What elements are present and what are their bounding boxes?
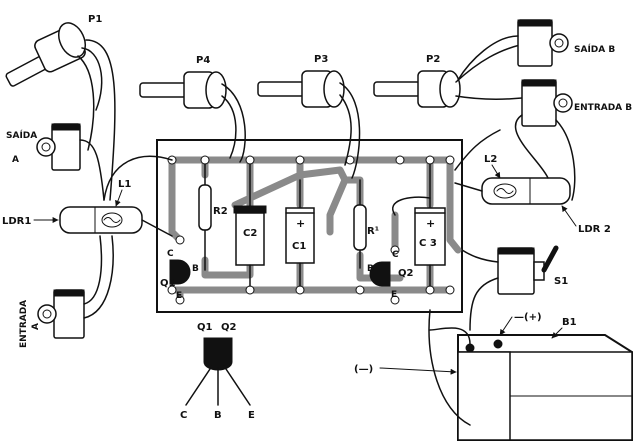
jack-entrada-a: ENTRADA A — [19, 235, 114, 348]
positive-wire-label: —(+) — [514, 312, 542, 323]
lamp-ldr-l1-assembly: L1 LDR1 — [2, 179, 173, 237]
c1-polarity: + — [296, 217, 305, 230]
l1-label: L1 — [118, 179, 131, 190]
capacitor-c3: + C 3 — [414, 163, 446, 287]
r1-label: R¹ — [367, 226, 379, 237]
board-pads — [167, 155, 455, 305]
pinout-b-label: B — [214, 410, 222, 421]
jack-saida-a: SAÍDA A — [6, 123, 105, 201]
capacitor-c2: C2 — [233, 163, 267, 287]
s1-label: S1 — [554, 276, 568, 287]
p3-label: P3 — [314, 54, 328, 65]
b1-label: B1 — [562, 317, 577, 328]
p4-label: P4 — [196, 55, 210, 66]
transistor-q1: C B E Q1 — [160, 249, 199, 301]
c3-label: C 3 — [419, 238, 437, 249]
c1-label: C1 — [292, 241, 306, 252]
q2-pin-c: C — [392, 250, 399, 260]
q2-pin-b: B — [367, 264, 374, 274]
resistor-r1: R¹ — [353, 179, 379, 269]
q1-pin-b: B — [192, 264, 199, 274]
q1-pin-e: E — [176, 291, 182, 301]
pinout-e-label: E — [248, 410, 255, 421]
q2-pin-e: E — [391, 290, 397, 300]
battery-b1: B1 —(+) (—) — [354, 309, 633, 441]
ldr1-label: LDR1 — [2, 216, 31, 227]
potentiometer-p2: P2 — [373, 44, 523, 108]
wiring — [103, 129, 501, 216]
transistor-q2: C B E Q2 — [367, 250, 414, 300]
q2-label: Q2 — [398, 268, 414, 279]
saida-a-label-1: SAÍDA — [6, 129, 37, 141]
negative-wire-label: (—) — [354, 364, 373, 375]
entrada-a-label-2: A — [31, 323, 41, 330]
p1-label: P1 — [88, 14, 102, 25]
c3-polarity: + — [426, 217, 435, 230]
r2-label: R2 — [213, 206, 228, 217]
saida-b-label: SAÍDA B — [574, 43, 615, 55]
q1-pin-c: C — [167, 249, 174, 259]
q1-label: Q1 — [160, 278, 176, 289]
potentiometer-p4: P4 — [139, 55, 246, 163]
ldr2-label: LDR 2 — [578, 224, 611, 235]
lamp-ldr-l2-assembly: L2 LDR 2 — [454, 154, 611, 235]
pinout-c-label: C — [180, 410, 187, 421]
p2-label: P2 — [426, 54, 440, 65]
l2-label: L2 — [484, 154, 497, 165]
jack-saida-b: SAÍDA B — [457, 19, 615, 81]
potentiometer-p1: P1 — [5, 14, 116, 201]
capacitor-c1: + C1 — [285, 179, 315, 287]
switch-s1: S1 — [461, 245, 568, 331]
pinout-q1-label: Q1 — [197, 322, 213, 333]
saida-a-label-2: A — [12, 155, 19, 165]
jack-entrada-b: ENTRADA B — [514, 79, 632, 201]
entrada-b-label: ENTRADA B — [574, 103, 632, 113]
transistor-pinout: Q1 Q2 C B E — [180, 322, 255, 421]
c2-label: C2 — [243, 228, 257, 239]
pinout-q2-label: Q2 — [221, 322, 237, 333]
resistor-r2: R2 — [198, 163, 228, 271]
entrada-a-label: ENTRADA — [19, 300, 29, 348]
potentiometer-p3: P3 — [257, 54, 361, 179]
